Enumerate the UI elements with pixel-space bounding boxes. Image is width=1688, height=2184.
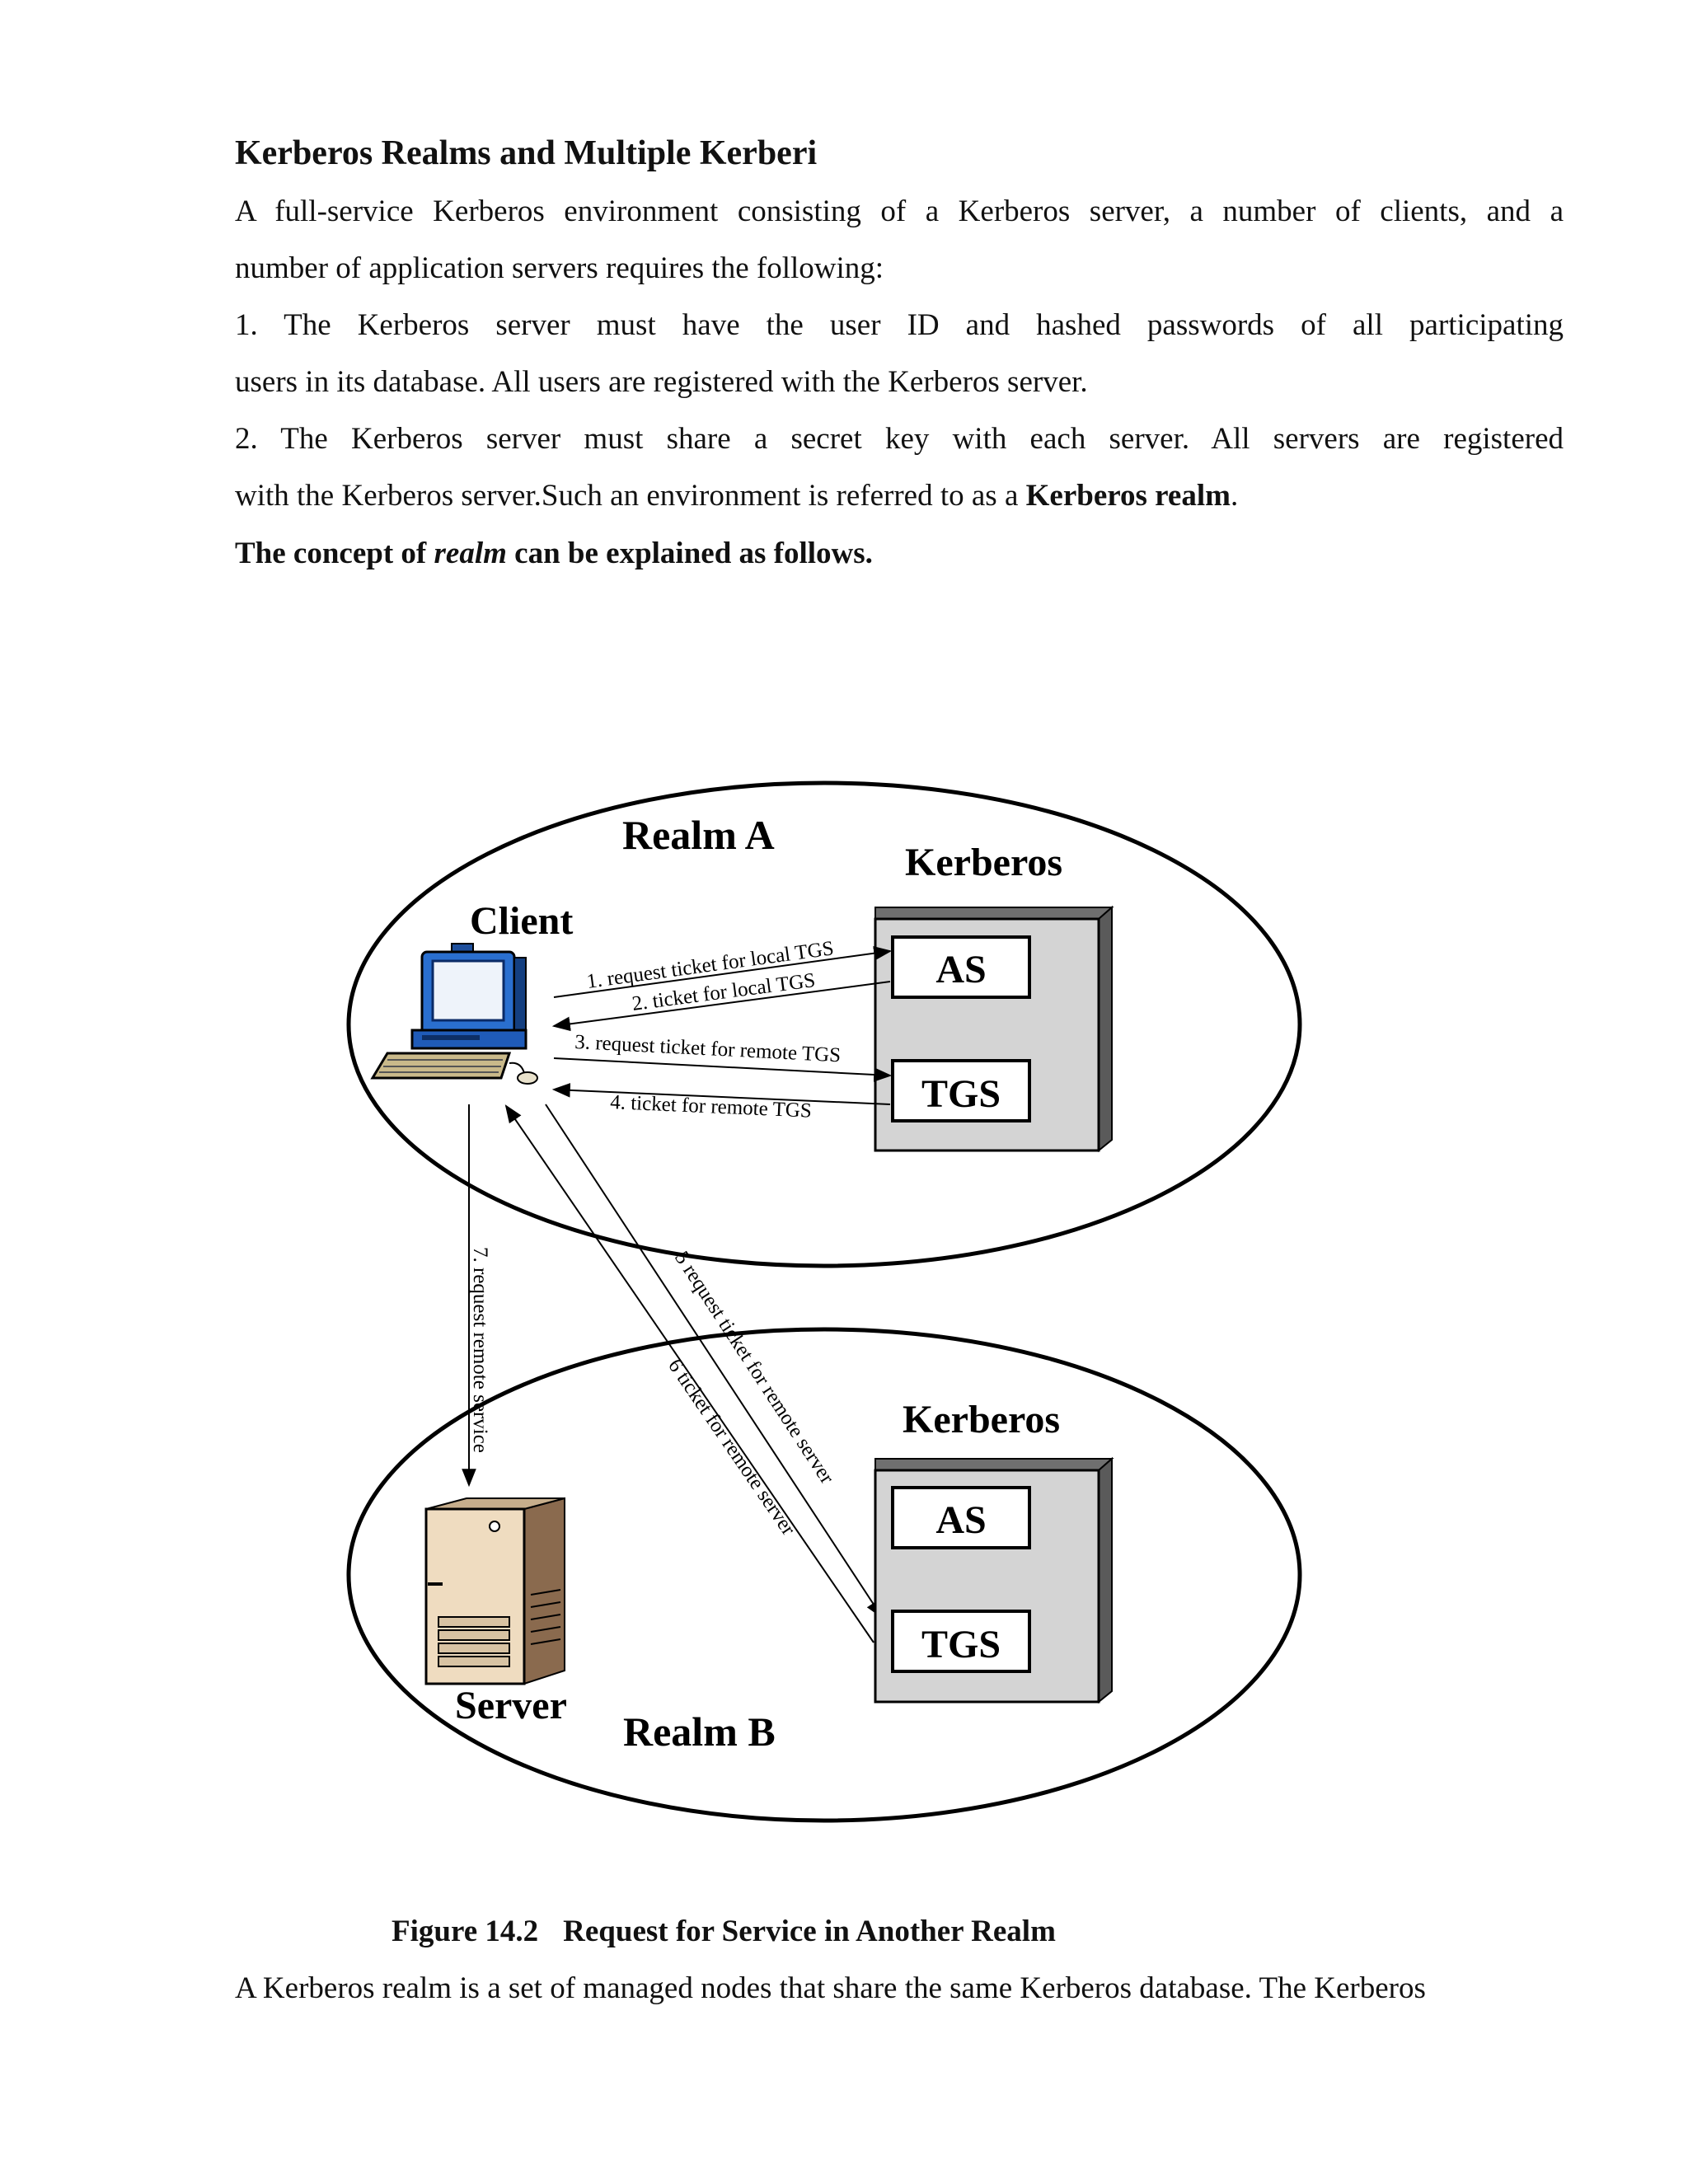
as-a-label: AS [935,948,986,991]
kerberos-b-label: Kerberos [903,1398,1060,1441]
as-b-label: AS [935,1498,986,1542]
arrow-6 [504,1104,874,1643]
closing-paragraph: A Kerberos realm is a set of managed nod… [235,1971,1426,2005]
intro-line-1: A full-service Kerberos environment cons… [235,194,1564,228]
arrow-1 [553,945,893,998]
figure-number: Figure 14.2 [392,1915,539,1948]
realm-diagram: Realm A Kerberos Client AS TGS 1. reques… [346,780,1302,1823]
server-label: Server [455,1684,567,1727]
arrow-3 [553,1057,893,1082]
intro-paragraph: A full-service Kerberos environment cons… [235,183,1564,297]
concept-suffix: can be explained as follows. [506,537,873,570]
client-computer-icon [370,943,538,1085]
arrow-4-label: 4. ticket for remote TGS [610,1091,813,1122]
arrow-4 [551,1083,891,1105]
realm-b-boundary [346,1327,1302,1823]
item-2-line-2-suffix: . [1230,479,1239,513]
requirement-item-1: 1. The Kerberos server must have the use… [235,297,1564,410]
tgs-a-label: TGS [921,1072,1001,1116]
kerberos-server-b: AS TGS [874,1456,1114,1704]
item-1-line-2: users in its database. All users are reg… [235,365,1088,399]
realm-a-label: Realm A [622,812,775,858]
item-2-line-1: 2. The Kerberos server must share a secr… [235,422,1564,456]
kerberos-server-a: AS TGS [874,905,1114,1153]
item-2-line-2-prefix: with the Kerberos server.Such an environ… [235,479,1026,513]
arrow-6-label: 6 ticket for remote server [663,1355,799,1540]
figure-title: Request for Service in Another Realm [563,1915,1056,1948]
realm-term: realm [434,537,507,570]
figure-caption: Figure 14.2 Request for Service in Anothe… [392,1914,1056,1949]
item-2-line-2: with the Kerberos server.Such an environ… [235,467,1564,524]
section-heading: Kerberos Realms and Multiple Kerberi [235,134,818,172]
arrow-5 [545,1104,884,1619]
arrow-7-label: 7. request remote service [469,1247,491,1453]
concept-prefix: The concept of [235,537,434,570]
arrow-5-label: 5 request ticket for remote server [670,1248,838,1488]
realm-b-label: Realm B [623,1708,776,1755]
arrow-2 [551,981,891,1032]
tgs-b-label: TGS [921,1623,1001,1666]
intro-line-2: number of application servers requires t… [235,251,884,285]
kerberos-a-label: Kerberos [905,841,1062,884]
client-label: Client [470,899,573,943]
concept-sentence: The concept of realm can be explained as… [235,536,873,571]
item-1-line-1: 1. The Kerberos server must have the use… [235,308,1564,342]
kerberos-realm-term: Kerberos realm [1025,479,1231,513]
server-tower-icon [424,1497,565,1685]
realm-a-boundary [346,780,1302,1268]
requirement-item-2: 2. The Kerberos server must share a secr… [235,410,1564,524]
